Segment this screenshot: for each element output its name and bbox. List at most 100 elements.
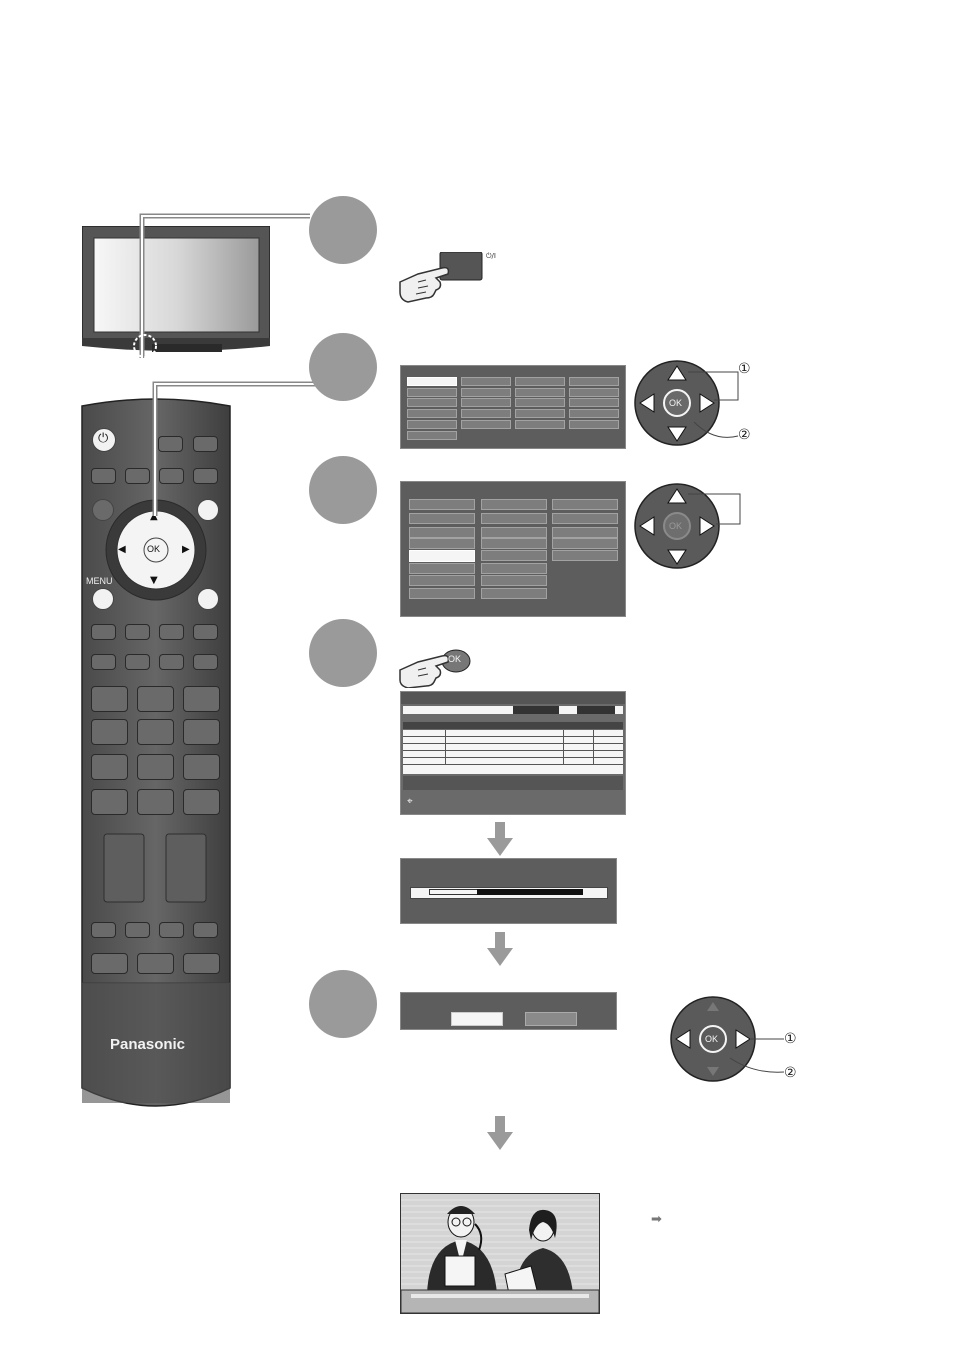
dpad-ok-label[interactable]: OK	[669, 398, 683, 408]
table-row[interactable]	[403, 730, 623, 737]
table-row[interactable]	[403, 744, 623, 751]
remote-round-button[interactable]	[92, 499, 114, 521]
menu-option[interactable]	[481, 527, 547, 538]
menu-option[interactable]	[569, 388, 619, 397]
remote-button[interactable]	[91, 654, 116, 670]
table-row[interactable]	[403, 758, 623, 765]
number-button[interactable]	[137, 686, 174, 712]
remote-button[interactable]	[193, 436, 218, 452]
menu-option[interactable]	[515, 409, 565, 418]
number-button[interactable]	[183, 789, 220, 815]
menu-option-selected[interactable]	[407, 377, 457, 386]
menu-option[interactable]	[461, 388, 511, 397]
number-button[interactable]	[137, 719, 174, 745]
number-button[interactable]	[183, 686, 220, 712]
remote-button[interactable]	[183, 953, 220, 974]
menu-option[interactable]	[409, 527, 475, 538]
menu-option[interactable]	[515, 377, 565, 386]
menu-option[interactable]	[481, 550, 547, 561]
number-button[interactable]	[91, 686, 128, 712]
remote-button[interactable]	[91, 624, 116, 640]
power-button[interactable]: ⏻	[92, 428, 116, 452]
number-button[interactable]	[183, 754, 220, 780]
menu-option[interactable]	[407, 431, 457, 440]
remote-button[interactable]	[91, 953, 128, 974]
menu-option[interactable]	[461, 398, 511, 407]
remote-button[interactable]	[193, 654, 218, 670]
brand-logo: Panasonic	[110, 1036, 186, 1053]
menu-option[interactable]	[552, 550, 618, 561]
menu-option[interactable]	[481, 513, 547, 524]
remote-round-button[interactable]	[197, 588, 219, 610]
remote-button[interactable]	[91, 468, 116, 484]
table-row[interactable]	[403, 751, 623, 758]
menu-option[interactable]	[407, 388, 457, 397]
menu-option[interactable]	[481, 575, 547, 586]
table-title-bar	[401, 692, 625, 704]
confirm-no-button[interactable]	[525, 1012, 577, 1026]
ok-button-label[interactable]: OK	[448, 654, 462, 664]
menu-option[interactable]	[461, 377, 511, 386]
menu-option[interactable]	[569, 409, 619, 418]
remote-button[interactable]	[159, 922, 184, 938]
menu-option[interactable]	[515, 388, 565, 397]
menu-option[interactable]	[407, 409, 457, 418]
menu-option[interactable]	[409, 588, 475, 599]
table-row[interactable]	[403, 737, 623, 744]
remote-button[interactable]	[91, 922, 116, 938]
number-button[interactable]	[137, 789, 174, 815]
number-button[interactable]	[91, 789, 128, 815]
remote-button[interactable]	[137, 953, 174, 974]
left-arrow-icon[interactable]: ◀	[118, 544, 126, 555]
menu-option[interactable]	[515, 398, 565, 407]
remote-button[interactable]	[193, 624, 218, 640]
menu-option[interactable]	[552, 513, 618, 524]
down-arrow-icon[interactable]: ▼	[150, 575, 158, 586]
menu-option[interactable]	[552, 538, 618, 549]
menu-option[interactable]	[552, 499, 618, 510]
menu-option[interactable]	[481, 588, 547, 599]
number-button[interactable]	[91, 754, 128, 780]
menu-option[interactable]	[409, 513, 475, 524]
menu-option[interactable]	[409, 563, 475, 574]
menu-option[interactable]	[569, 377, 619, 386]
menu-option[interactable]	[569, 420, 619, 429]
right-arrow-icon[interactable]: ▶	[182, 544, 190, 555]
menu-option[interactable]	[407, 398, 457, 407]
menu-option[interactable]	[461, 409, 511, 418]
remote-button[interactable]	[159, 624, 184, 640]
remote-button[interactable]	[159, 468, 184, 484]
progress-panel	[400, 858, 617, 924]
menu-option-selected[interactable]	[409, 550, 475, 562]
number-button[interactable]	[183, 719, 220, 745]
menu-option[interactable]	[409, 538, 475, 549]
dpad-ok-label[interactable]: OK	[705, 1034, 719, 1044]
remote-button[interactable]	[125, 468, 150, 484]
menu-option[interactable]	[409, 575, 475, 586]
remote-button[interactable]	[193, 922, 218, 938]
remote-button[interactable]	[159, 654, 184, 670]
remote-button[interactable]	[125, 624, 150, 640]
menu-option[interactable]	[481, 563, 547, 574]
up-arrow-icon[interactable]: ▲	[150, 511, 158, 522]
menu-option[interactable]	[461, 420, 511, 429]
number-button[interactable]	[137, 754, 174, 780]
remote-button[interactable]	[125, 654, 150, 670]
menu-option[interactable]	[552, 527, 618, 538]
confirm-yes-button[interactable]	[451, 1012, 503, 1026]
remote-round-button[interactable]	[197, 499, 219, 521]
menu-option[interactable]	[569, 398, 619, 407]
menu-option[interactable]	[409, 499, 475, 510]
menu-button[interactable]	[92, 588, 114, 610]
menu-option[interactable]	[481, 538, 547, 549]
remote-button[interactable]	[193, 468, 218, 484]
step-6-marker	[309, 970, 377, 1038]
remote-ok-button[interactable]: OK	[147, 544, 161, 554]
remote-button[interactable]	[125, 922, 150, 938]
menu-option[interactable]	[407, 420, 457, 429]
menu-option[interactable]	[515, 420, 565, 429]
remote-button[interactable]	[158, 436, 183, 452]
menu-option[interactable]	[481, 499, 547, 510]
dpad-ok-label[interactable]: OK	[669, 521, 683, 531]
number-button[interactable]	[91, 719, 128, 745]
